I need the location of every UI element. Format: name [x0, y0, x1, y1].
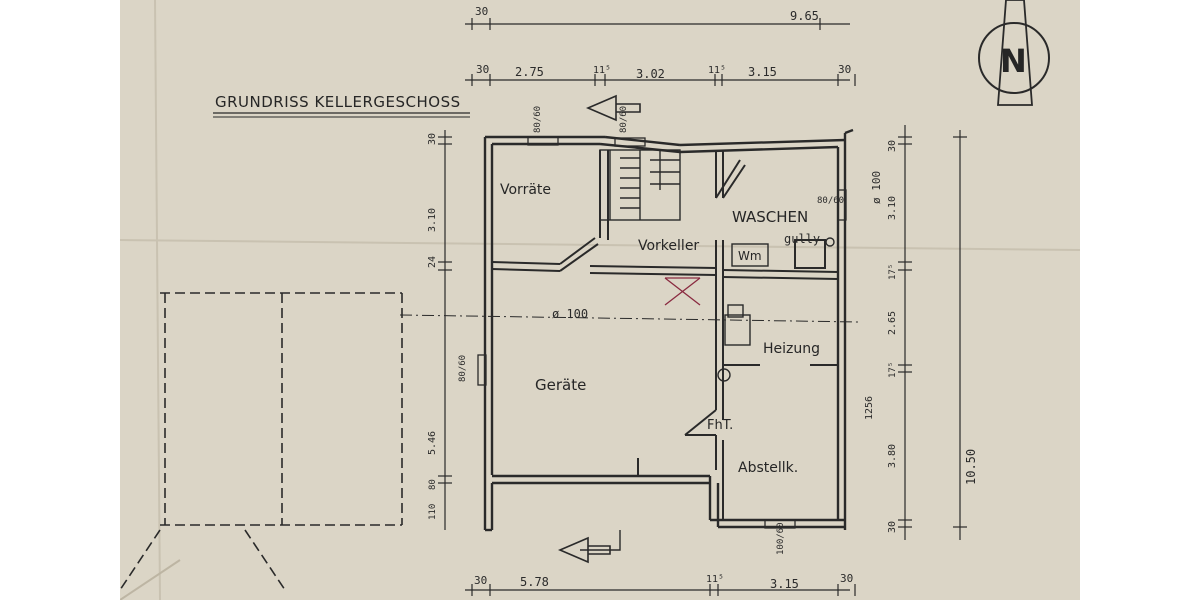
axis-line [399, 314, 861, 323]
window-vorkeller [614, 137, 646, 147]
annotation-1256: 1256 [864, 396, 875, 420]
dim-top-seg-2: 2.75 [515, 65, 544, 79]
dim-bottom-3: 11⁵ [706, 574, 724, 585]
window-vorraete [527, 136, 559, 146]
dim-left-3: 24 [427, 256, 438, 268]
dim-right-1: 30 [887, 140, 898, 152]
label-fht: FhT. [707, 418, 733, 433]
dim-bottom-5: 30 [840, 572, 853, 585]
blueprint-sheet: GRUNDRISS KELLERGESCHOSS N 30 9.65 30 2.… [120, 0, 1080, 600]
neighbour-building-outline [120, 292, 403, 591]
room-label-abstellk: Abstellk. [738, 460, 798, 476]
north-circle-icon [978, 22, 1050, 94]
dim-right-overall: 10.50 [964, 449, 978, 485]
annotation-window-geraete: 80/60 [458, 355, 468, 382]
windows [477, 136, 847, 529]
dim-right-3: 17⁵ [888, 264, 898, 280]
room-label-vorraete: Vorräte [500, 182, 551, 198]
annotation-diameter-waschen: ø 100 [870, 171, 883, 204]
window-geraete [477, 354, 487, 386]
plan-title: GRUNDRISS KELLERGESCHOSS [215, 93, 461, 111]
top-dimensions [465, 18, 856, 86]
room-label-heizung: Heizung [763, 341, 820, 357]
fixtures [717, 237, 835, 382]
annotation-window-vorkeller: 80/60 [619, 106, 629, 133]
dim-left-1: 30 [427, 133, 438, 145]
window-abstellk [764, 519, 796, 529]
door-swing [664, 277, 701, 306]
room-label-geraete: Geräte [535, 376, 586, 394]
dim-right-2: 3.10 [887, 196, 898, 220]
dim-top-seg-4: 3.02 [636, 67, 665, 81]
staircase [599, 149, 681, 221]
gully-drain-icon [825, 237, 835, 247]
bottom-dimensions [465, 584, 856, 596]
right-dimensions [898, 125, 967, 540]
room-label-vorkeller: Vorkeller [638, 238, 699, 254]
section-marker-icon [580, 530, 621, 551]
paper-folds [120, 0, 1080, 600]
annotation-window-waschen: 80/60 [817, 196, 844, 206]
north-pointer-icon [997, 0, 1033, 106]
floor-plan: GRUNDRISS KELLERGESCHOSS N 30 9.65 30 2.… [120, 0, 1080, 600]
dim-right-6: 3.80 [887, 444, 898, 468]
north-arrow: N [978, 0, 1050, 106]
dim-left-5: 80 [428, 479, 438, 490]
room-label-waschen: WASCHEN [732, 208, 808, 226]
dim-bottom-1: 30 [474, 574, 487, 587]
dim-right-5: 17⁵ [888, 362, 898, 378]
annotation-window-abstellk: 100/60 [776, 522, 786, 555]
dim-top-overall: 9.65 [790, 9, 819, 23]
dim-top-seg-7: 30 [838, 63, 851, 76]
dim-left-4: 5.46 [427, 431, 438, 455]
label-wm: Wm [738, 249, 762, 263]
annotation-window-vorraete: 80/60 [533, 106, 543, 133]
direction-arrow-top-icon [585, 94, 641, 122]
dim-bottom-2: 5.78 [520, 575, 549, 589]
heater-unit [724, 314, 751, 346]
window-waschen [837, 189, 847, 221]
gully-box [794, 239, 826, 269]
dim-right-4: 2.65 [887, 311, 898, 335]
label-gully: gully [784, 232, 820, 246]
dim-bottom-4: 3.15 [770, 577, 799, 591]
dim-right-7: 30 [887, 521, 898, 533]
heater-top [727, 304, 744, 318]
north-label: N [1000, 42, 1027, 80]
dim-top-seg-6: 3.15 [748, 65, 777, 79]
washing-machine-box [731, 243, 769, 267]
dim-left-6: 110 [428, 504, 438, 520]
dim-top-seg-3: 11⁵ [593, 65, 611, 76]
annotation-diameter-center: ø 100 [552, 307, 588, 321]
heater-pipe-icon [717, 368, 731, 382]
dim-top-seg-1: 30 [476, 63, 489, 76]
dim-top-seg-5: 11⁵ [708, 65, 726, 76]
dim-left-2: 3.10 [427, 208, 438, 232]
left-dimensions [438, 130, 452, 530]
dim-top-overall-left: 30 [475, 5, 488, 18]
